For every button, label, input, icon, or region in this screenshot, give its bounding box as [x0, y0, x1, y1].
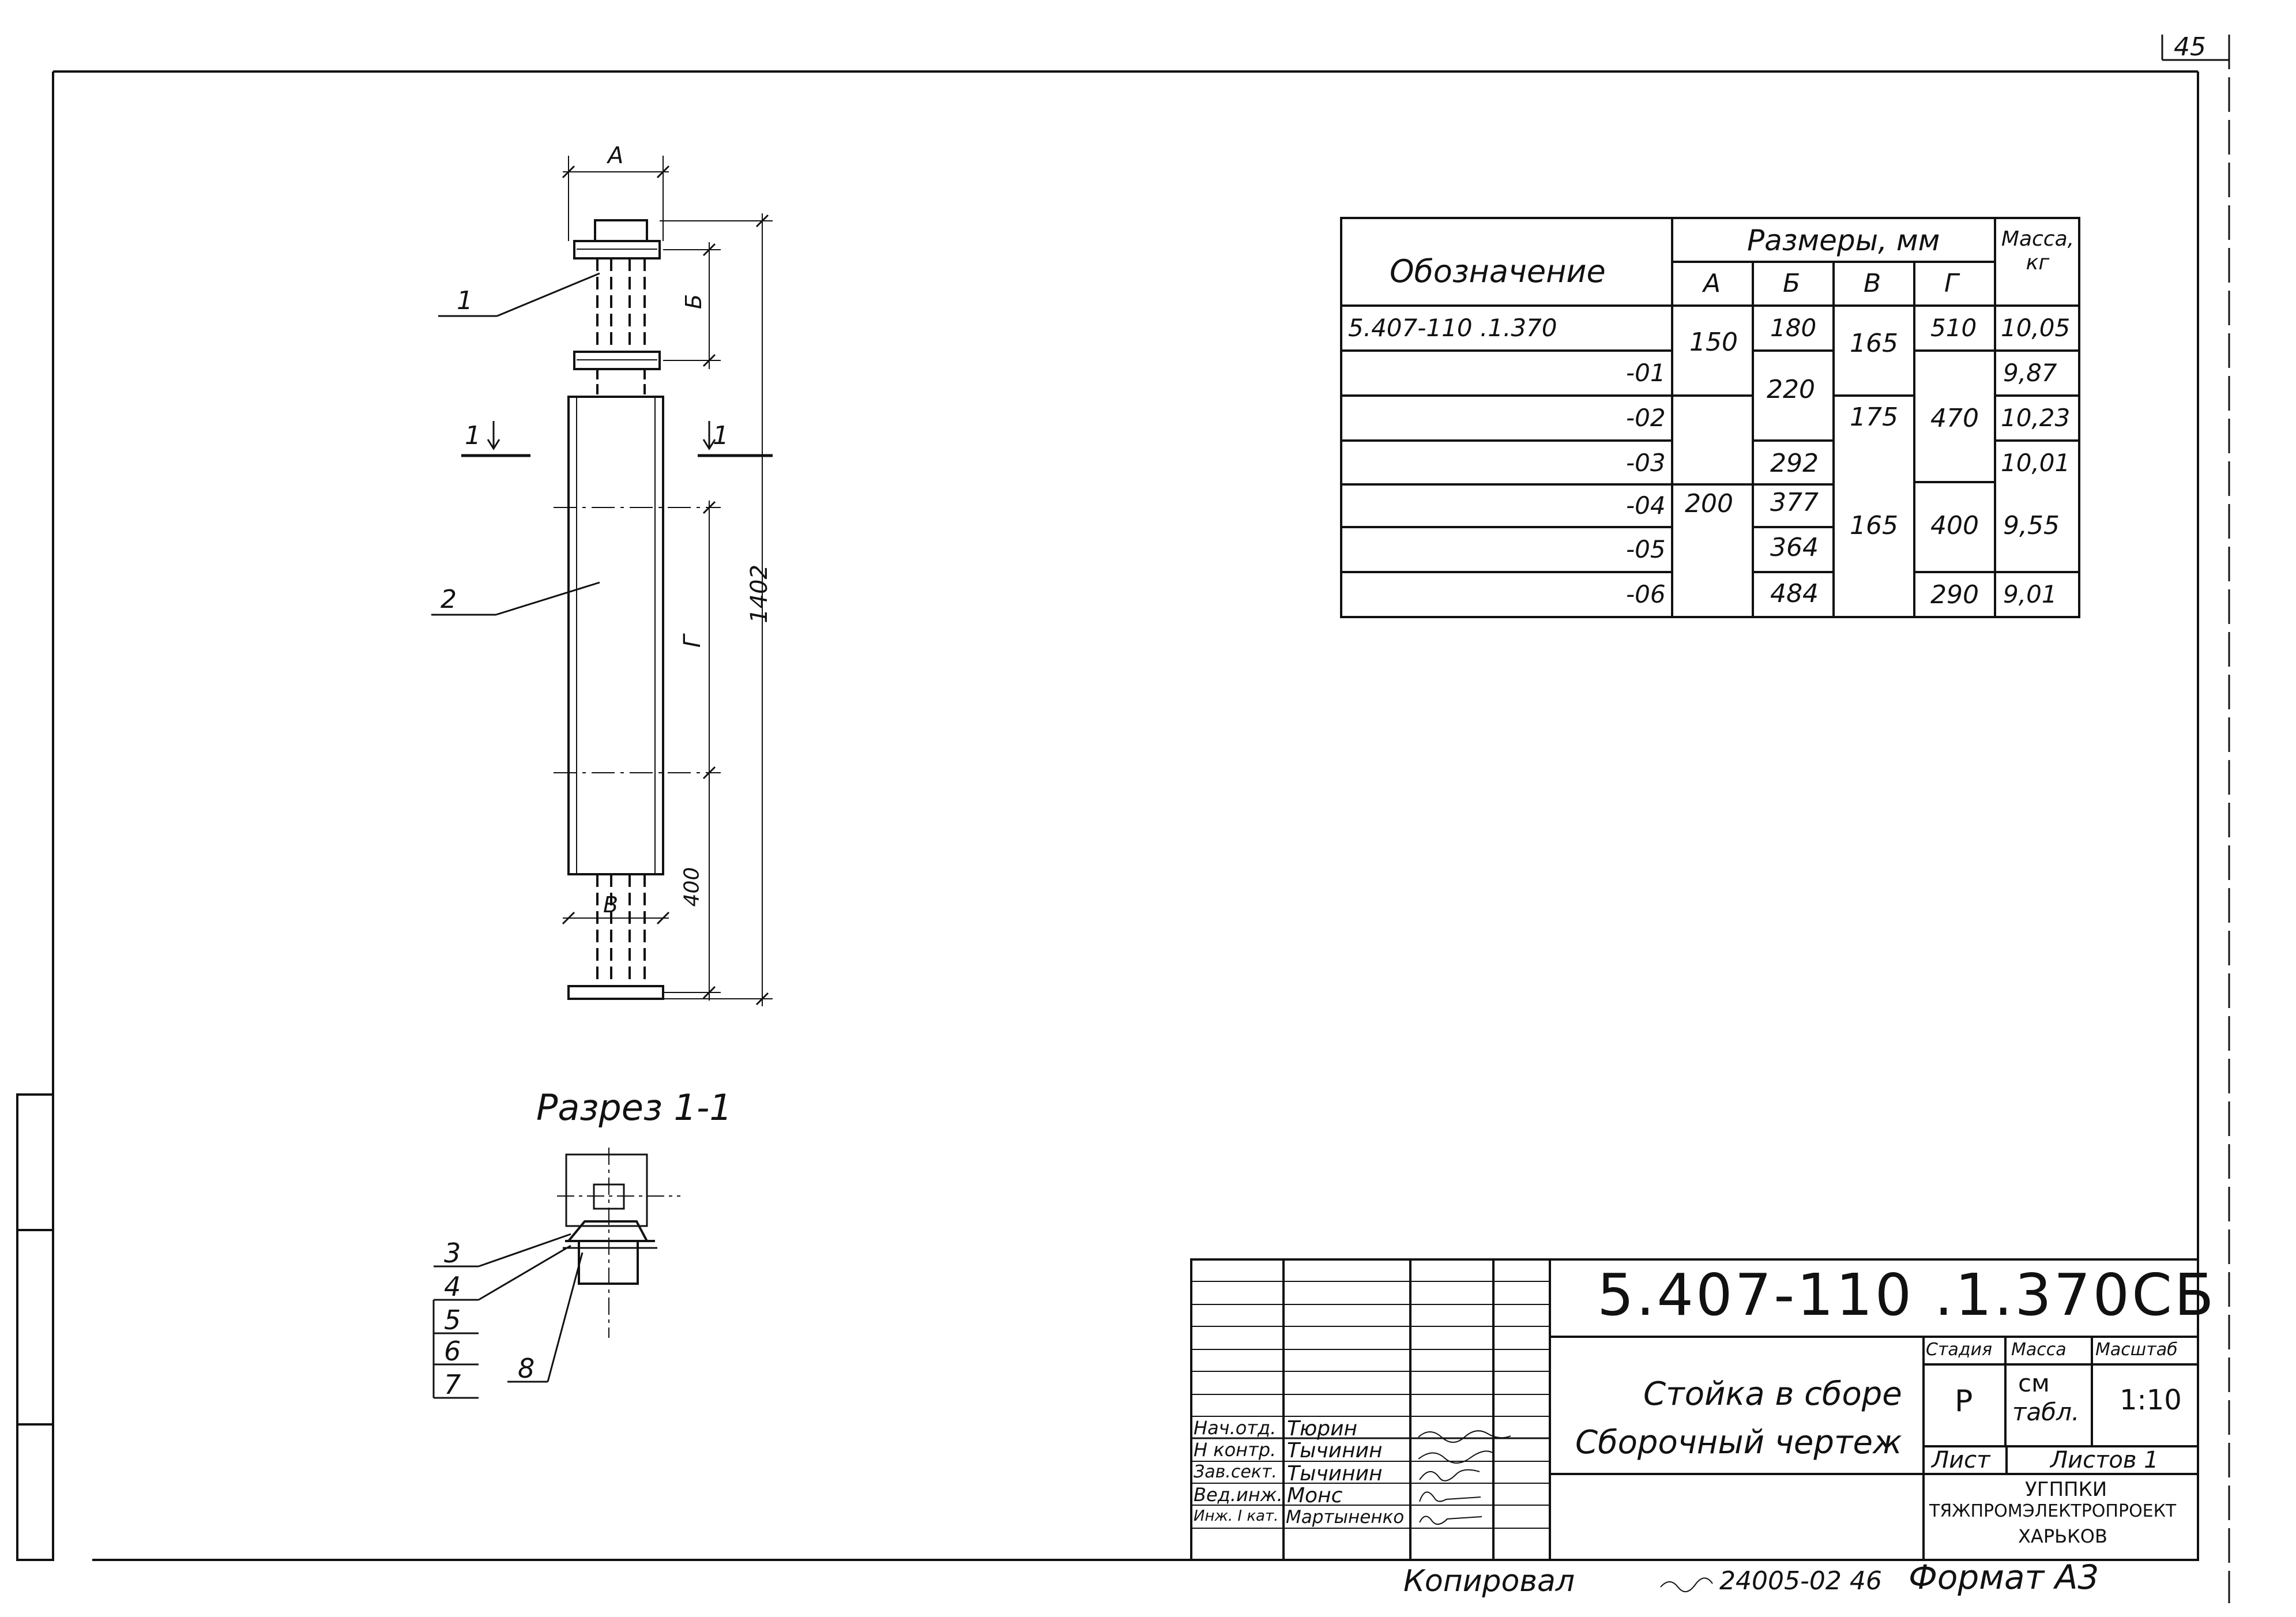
dim-label-a: А: [608, 142, 624, 169]
dim-label-b: Б: [681, 294, 707, 310]
signer-name-4: Мартыненко: [1286, 1507, 1405, 1528]
table-row-5-designation: -05: [1626, 535, 1666, 563]
table-v-165-bottom: 165: [1850, 511, 1898, 540]
signer-role-1: Н контр.: [1194, 1439, 1277, 1461]
section-label-right: 1: [713, 421, 729, 450]
section-label-left: 1: [465, 421, 481, 450]
table-mass-6: 9,01: [2003, 580, 2057, 608]
table-a-200: 200: [1685, 489, 1733, 518]
callout-6: 6: [444, 1336, 461, 1367]
signer-name-0: Тюрин: [1287, 1417, 1358, 1441]
signer-name-3: Монс: [1287, 1484, 1343, 1507]
table-b-220: 220: [1767, 375, 1815, 404]
mass-label: Масса: [2011, 1340, 2067, 1360]
section-inner-profile: [593, 1183, 625, 1210]
table-mass-1: 9,87: [2003, 359, 2057, 387]
callout-3: 3: [444, 1238, 461, 1269]
table-v-165-top: 165: [1850, 329, 1898, 358]
signer-role-2: Зав.сект.: [1194, 1462, 1277, 1482]
table-row-6-designation: -06: [1626, 580, 1666, 608]
table-col-g: Г: [1944, 269, 1959, 298]
table-b-364: 364: [1770, 533, 1819, 562]
spec-table-grid: [1340, 217, 2080, 618]
section-channel: [567, 1220, 648, 1242]
table-row-3-designation: -03: [1626, 449, 1666, 477]
callout-4: 4: [444, 1271, 461, 1302]
main-column-body: [567, 396, 664, 875]
table-row-4-designation: -04: [1626, 491, 1666, 520]
org-line-3: ХАРЬКОВ: [2018, 1525, 2107, 1547]
table-col-b: Б: [1783, 269, 1801, 298]
middle-flange-plate: [573, 351, 661, 370]
callout-2: 2: [441, 585, 457, 614]
title-line-1: Стойка в сборе: [1643, 1375, 1902, 1413]
dim-label-g: Г: [679, 634, 706, 648]
footer-order-number: 24005-02 46: [1719, 1566, 1882, 1596]
table-header-sizes: Размеры, мм: [1747, 224, 1940, 257]
title-block-grid: [1190, 1258, 2199, 1561]
sheets-label: Листов 1: [2050, 1447, 2159, 1473]
stage-value: Р: [1955, 1384, 1973, 1419]
table-row-0-designation: 5.407-110 .1.370: [1348, 314, 1557, 342]
org-line-2: ТЯЖПРОМЭЛЕКТРОПРОЕКТ: [1929, 1501, 2177, 1521]
dim-label-v: В: [603, 892, 619, 917]
signature-scribbles: [1418, 1430, 1713, 1592]
table-b-180: 180: [1770, 314, 1817, 342]
mass-value-line2: табл.: [2012, 1398, 2080, 1426]
signer-role-3: Вед.инж.: [1194, 1484, 1283, 1506]
table-mass-4: 9,55: [2003, 511, 2060, 540]
signer-role-4: Инж. I кат.: [1194, 1507, 1279, 1525]
table-row-2-designation: -02: [1626, 404, 1666, 432]
stage-label: Стадия: [1926, 1340, 1993, 1360]
table-a-150: 150: [1689, 328, 1738, 357]
title-line-2: Сборочный чертеж: [1575, 1424, 1902, 1461]
table-col-v: В: [1864, 269, 1881, 298]
base-plate: [567, 985, 664, 1000]
table-b-292: 292: [1770, 449, 1819, 478]
sheet-label: Лист: [1932, 1447, 1990, 1473]
signer-name-2: Тычинин: [1287, 1462, 1383, 1486]
org-line-1: УГППКИ: [2025, 1478, 2107, 1501]
table-col-a: А: [1703, 269, 1721, 298]
callout-5: 5: [444, 1304, 461, 1336]
leader-1: [496, 272, 600, 317]
leader-2: [495, 581, 600, 616]
section-title: Разрез 1-1: [536, 1086, 732, 1129]
table-g-470: 470: [1930, 404, 1979, 433]
dim-label-1402: 1402: [746, 565, 773, 623]
dim-label-400: 400: [680, 867, 704, 907]
callout-7: 7: [444, 1369, 461, 1400]
table-mass-3: 10,01: [2001, 449, 2071, 477]
table-mass-2: 10,23: [2001, 404, 2071, 432]
table-row-1-designation: -01: [1626, 359, 1666, 387]
table-header-designation: Обозначение: [1390, 253, 1606, 289]
page-number: 45: [2174, 32, 2206, 62]
footer-format: Формат А3: [1909, 1558, 2099, 1597]
table-v-175: 175: [1850, 403, 1898, 432]
table-g-400: 400: [1930, 511, 1979, 540]
signer-name-1: Тычинин: [1287, 1439, 1383, 1462]
top-cap: [594, 219, 648, 242]
margin-stamp-box: [16, 1093, 54, 1561]
section-outline: [565, 1153, 648, 1227]
footer-copied: Копировал: [1403, 1564, 1575, 1599]
table-g-510: 510: [1930, 314, 1977, 342]
scale-label: Масштаб: [2095, 1340, 2178, 1360]
signer-role-0: Нач.отд.: [1194, 1417, 1277, 1439]
table-g-290: 290: [1930, 580, 1979, 610]
table-b-377: 377: [1770, 488, 1819, 517]
callout-8: 8: [518, 1353, 535, 1384]
table-b-484: 484: [1770, 579, 1819, 608]
mass-value-line1: см: [2018, 1369, 2050, 1397]
scale-value: 1:10: [2120, 1384, 2182, 1416]
table-header-mass: Масса, кг: [2001, 227, 2075, 275]
callout-1: 1: [457, 286, 473, 315]
doc-code: 5.407-110 .1.370СБ: [1597, 1261, 2216, 1329]
table-mass-0: 10,05: [2001, 314, 2071, 342]
